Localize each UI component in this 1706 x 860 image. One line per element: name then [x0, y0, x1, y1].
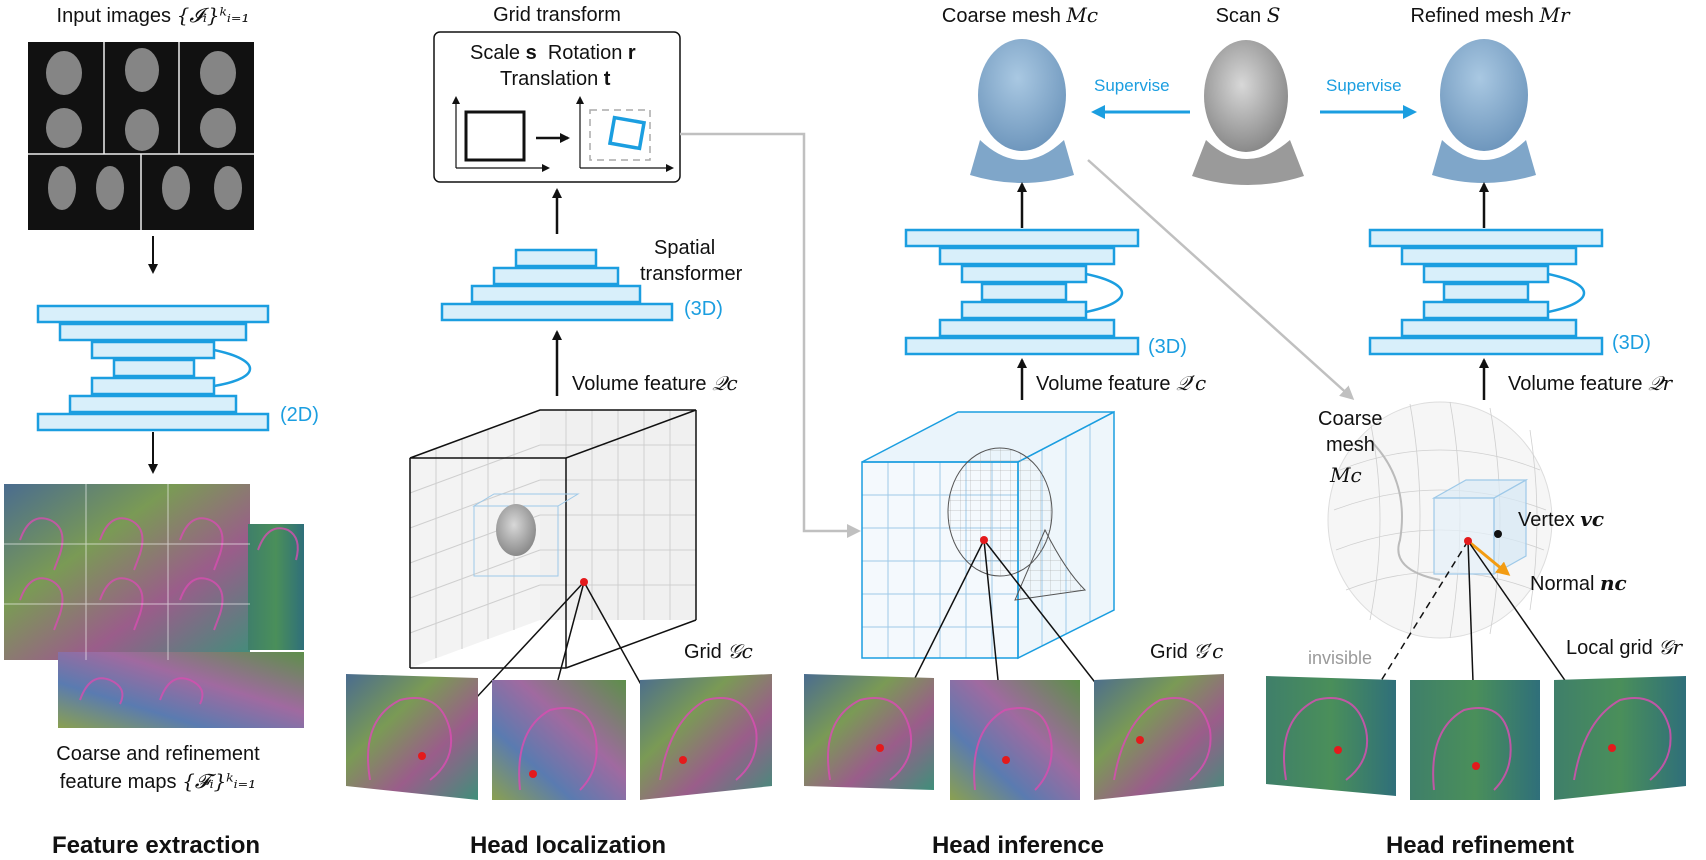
feature-maps-localization — [346, 674, 772, 800]
section-title-head-localization: Head localization — [469, 832, 667, 859]
coarse-mesh-closeup-symbol: Mc — [1330, 463, 1362, 487]
coarse-mesh-label: Coarse mesh Mc — [941, 3, 1099, 28]
normal-label: Normal nc — [1530, 571, 1627, 596]
grid-label-inference: Grid 𝒢′c — [1150, 639, 1224, 664]
feature-maps-mosaic — [4, 484, 304, 728]
vertex-label: Vertex vc — [1518, 507, 1605, 532]
vertex-point — [1464, 537, 1472, 545]
local-grid-cube — [1431, 478, 1529, 576]
refined-mesh-head — [1432, 39, 1536, 183]
volume-feature-label-inference: Volume feature 𝒬′c — [1036, 371, 1207, 396]
tag-3d-inference: (3D) — [1148, 336, 1187, 358]
tag-3d-refinement: (3D) — [1612, 332, 1651, 354]
input-images-grid — [28, 42, 254, 230]
input-images-label: Input images {𝓘ᵢ}ᵏᵢ₌₁ — [56, 3, 250, 28]
unet-3d-refinement — [1368, 228, 1604, 356]
grid-transform-after-plot — [576, 96, 674, 172]
grid-label-localization: Grid 𝒢c — [684, 639, 753, 664]
volume-feature-label-refinement: Volume feature 𝒬r — [1508, 371, 1673, 396]
section-title-feature-extraction: Feature extraction — [51, 832, 261, 859]
feature-maps-inference — [804, 674, 1224, 800]
tag-2d: (2D) — [280, 404, 319, 426]
spatial-transformer-line1: Spatial — [654, 237, 716, 259]
invisible-label: invisible — [1308, 648, 1373, 668]
vertex-nearby-point — [1494, 530, 1502, 538]
spatial-transformer-block — [440, 248, 674, 322]
unet-3d-inference — [904, 228, 1140, 356]
tag-3d-localization: (3D) — [684, 298, 723, 320]
normal-arrow — [1467, 539, 1511, 576]
grid-cube-localization — [409, 409, 697, 669]
spatial-transformer-line2: transformer — [640, 263, 743, 285]
supervise-label-right: Supervise — [1326, 76, 1402, 95]
coarse-mesh-head — [970, 39, 1074, 183]
scan-head — [1192, 40, 1304, 185]
local-grid-label: Local grid 𝒢r — [1566, 635, 1683, 660]
feature-maps-label-line1: Coarse and refinement — [56, 743, 260, 765]
feature-maps-refinement — [1266, 676, 1686, 800]
coarse-mesh-closeup-line1: Coarse — [1318, 408, 1383, 430]
grid-cube-inference — [861, 410, 1115, 660]
feature-points-inference — [876, 736, 1144, 764]
unet-2d-encoder — [36, 304, 270, 432]
sample-point-inference — [980, 536, 988, 544]
sample-point-localization — [580, 578, 588, 586]
coarse-mesh-closeup-line2: mesh — [1326, 434, 1375, 456]
scan-label: Scan S — [1215, 3, 1281, 28]
supervise-label-left: Supervise — [1094, 76, 1170, 95]
feature-points-localization — [418, 752, 687, 778]
refined-mesh-label: Refined mesh Mr — [1410, 3, 1570, 28]
feature-maps-label-line2: feature maps {𝓕ᵢ}ᵏᵢ₌₁ — [59, 769, 257, 794]
coarse-mesh-to-refinement-arrow — [1087, 159, 1355, 401]
section-title-head-inference: Head inference — [931, 832, 1105, 859]
grid-transform-title: Grid transform — [493, 4, 621, 26]
scale-rotation-params: Scale s Rotation r — [470, 42, 636, 64]
section-title-head-refinement: Head refinement — [1385, 832, 1575, 859]
feature-points-refinement — [1334, 744, 1616, 770]
translation-param: Translation t — [500, 68, 611, 90]
volume-feature-label-localization: Volume feature 𝒬c — [572, 371, 738, 396]
transform-to-inference-arrow — [680, 132, 861, 538]
grid-transform-before-plot — [452, 96, 550, 172]
